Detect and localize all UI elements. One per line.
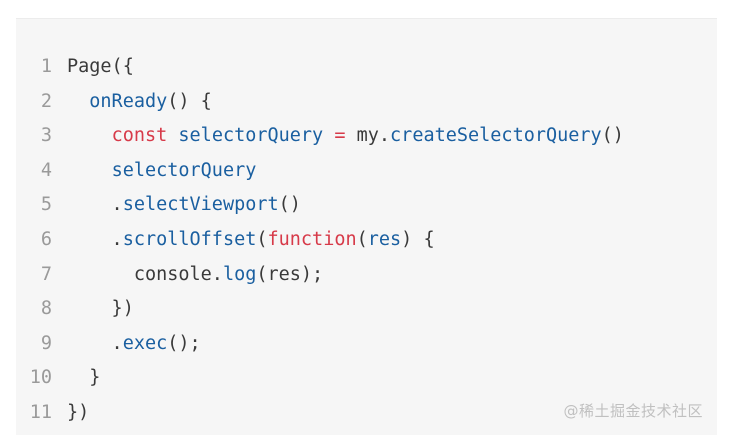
code-token: (	[356, 228, 368, 250]
code-token	[67, 91, 89, 112]
code-token: onReady	[89, 90, 168, 112]
code-line: 7 console.log(res);	[16, 258, 624, 293]
code-token: scrollOffset	[122, 228, 257, 250]
code-line: 1 Page({	[16, 50, 624, 85]
line-number: 8	[40, 298, 52, 320]
line-number: 3	[40, 125, 52, 147]
code-token: selectorQuery	[178, 125, 324, 147]
code-token: Page({	[67, 56, 134, 77]
line-number: 1	[40, 56, 52, 77]
code-token: .	[67, 332, 123, 354]
code-token: (	[256, 228, 268, 250]
code-token: ();	[167, 332, 201, 354]
code-token: res	[367, 228, 402, 250]
code-line: 10 }	[16, 361, 624, 396]
code-token	[67, 125, 112, 146]
code-line: 5 .selectViewport()	[16, 188, 624, 223]
watermark: @稀土掘金技术社区	[563, 402, 703, 420]
code-token: const	[111, 125, 168, 147]
code-token: ()	[278, 194, 301, 216]
code-line: 9 .exec();	[16, 327, 624, 362]
code-token: })	[67, 298, 134, 320]
code-line: 11})	[16, 396, 624, 431]
code-token: createSelectorQuery	[390, 125, 602, 147]
code-token: () {	[167, 90, 212, 112]
code-line: 2 onReady() {	[16, 85, 624, 120]
line-number: 7	[40, 263, 52, 285]
code-token: ()	[601, 125, 624, 147]
code-token: selectViewport	[122, 194, 279, 216]
code-token: ) {	[401, 228, 435, 250]
code-line: 6 .scrollOffset(function(res) {	[16, 223, 624, 258]
code-token: function	[267, 228, 357, 250]
code-line: 4 selectorQuery	[16, 154, 624, 189]
line-number: 11	[29, 401, 52, 423]
code-token: log	[222, 263, 257, 285]
line-number: 9	[40, 332, 52, 354]
code-token: my.	[345, 125, 391, 147]
code-token: console.	[67, 263, 223, 285]
line-number: 4	[40, 159, 52, 181]
code-token: .	[67, 228, 123, 250]
code-token: .	[67, 194, 123, 216]
code-token: selectorQuery	[111, 159, 257, 181]
code-line: 3 const selectorQuery = my.createSelecto…	[16, 119, 624, 154]
code-token: }	[67, 367, 101, 389]
code-token	[67, 160, 112, 181]
line-number: 5	[40, 194, 52, 216]
line-number: 2	[40, 90, 52, 112]
line-number: 10	[29, 367, 52, 389]
code-line: 8 })	[16, 292, 624, 327]
code-token: exec	[122, 332, 168, 354]
code-token	[323, 125, 334, 146]
code-token: =	[334, 125, 346, 147]
line-number: 6	[40, 228, 52, 250]
code-token: (res);	[256, 263, 324, 285]
code-token: })	[67, 401, 90, 423]
code-token	[167, 125, 178, 146]
